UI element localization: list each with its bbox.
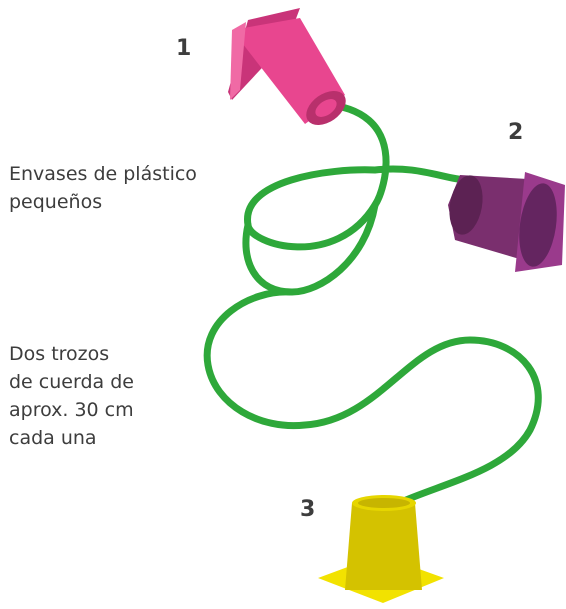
- purple-cup-2: [448, 172, 565, 272]
- cup2-number: 2: [508, 120, 524, 145]
- pink-cup-1: [228, 8, 346, 126]
- strings-line-2: de cuerda de: [9, 371, 134, 393]
- yellow-cup-3: [318, 495, 444, 603]
- strings-line-4: cada una: [9, 427, 97, 449]
- containers-description: Envases de plástico pequeños: [9, 160, 197, 216]
- string-cup1-to-cup3: [244, 100, 474, 251]
- strings-line-1: Dos trozos: [9, 343, 110, 365]
- cup3-number: 3: [300, 497, 316, 522]
- cup1-number: 1: [176, 36, 192, 61]
- strings-description: Dos trozos de cuerda de aprox. 30 cm cad…: [9, 340, 134, 452]
- strings-line-3: aprox. 30 cm: [9, 399, 134, 421]
- containers-line-1: Envases de plástico: [9, 163, 197, 185]
- string-join: [242, 201, 379, 296]
- containers-line-2: pequeños: [9, 191, 103, 213]
- string-loop-to-cup3: [203, 288, 542, 514]
